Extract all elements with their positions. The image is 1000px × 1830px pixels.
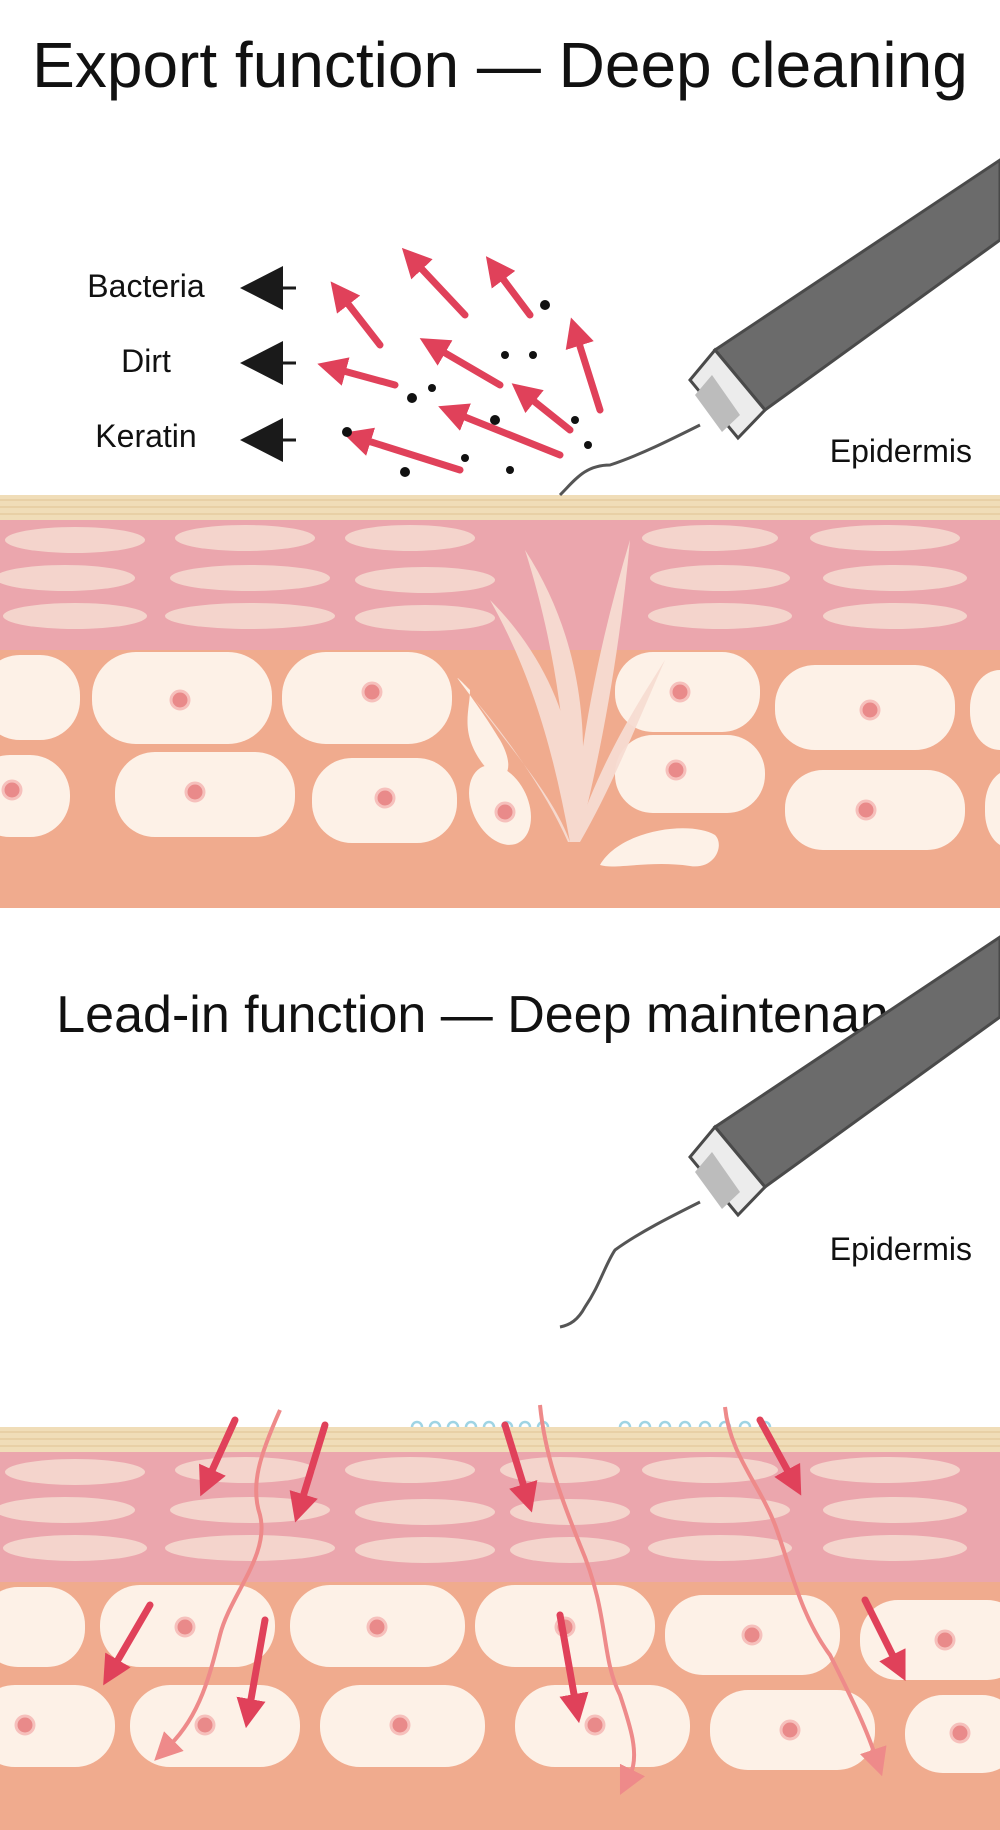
outward-arrows: [317, 247, 604, 474]
leadin-diagram: Epidermis: [0, 935, 1000, 1830]
probe: [558, 158, 1000, 497]
keratin-label: Keratin: [95, 418, 196, 454]
leadin-panel: Lead-in function — Deep maintenance: [0, 915, 1000, 1830]
left-arrow-icon: [240, 341, 283, 385]
inward-arrows: [103, 1416, 906, 1729]
dirt-particles: [342, 300, 592, 477]
serum-droplets: [410, 1420, 772, 1428]
epidermis-label: Epidermis: [830, 433, 972, 469]
export-panel-title: Export function — Deep cleaning: [32, 29, 968, 101]
leadin-panel-title: Lead-in function — Deep maintenance: [56, 986, 944, 1044]
bacteria-label: Bacteria: [87, 268, 205, 304]
pore-streams: [475, 540, 665, 842]
cell-nuclei: [14, 1616, 971, 1744]
dermis-fibers: [0, 525, 967, 631]
left-arrow-icon: [240, 418, 283, 462]
skin-cross-section: [0, 1427, 1000, 1830]
skin-cross-section: [0, 495, 1000, 908]
particle-legend: Bacteria Dirt Keratin: [87, 266, 296, 462]
epidermis-label: Epidermis: [830, 1231, 972, 1267]
export-panel: Export function — Deep cleaning: [0, 29, 1000, 908]
absorption-streams: [154, 1404, 887, 1796]
dirt-label: Dirt: [121, 343, 171, 379]
cell-nuclei: [1, 681, 881, 823]
left-arrow-icon: [240, 266, 283, 310]
export-diagram: Bacteria Dirt Keratin: [0, 158, 1000, 908]
probe: [559, 935, 1000, 1329]
